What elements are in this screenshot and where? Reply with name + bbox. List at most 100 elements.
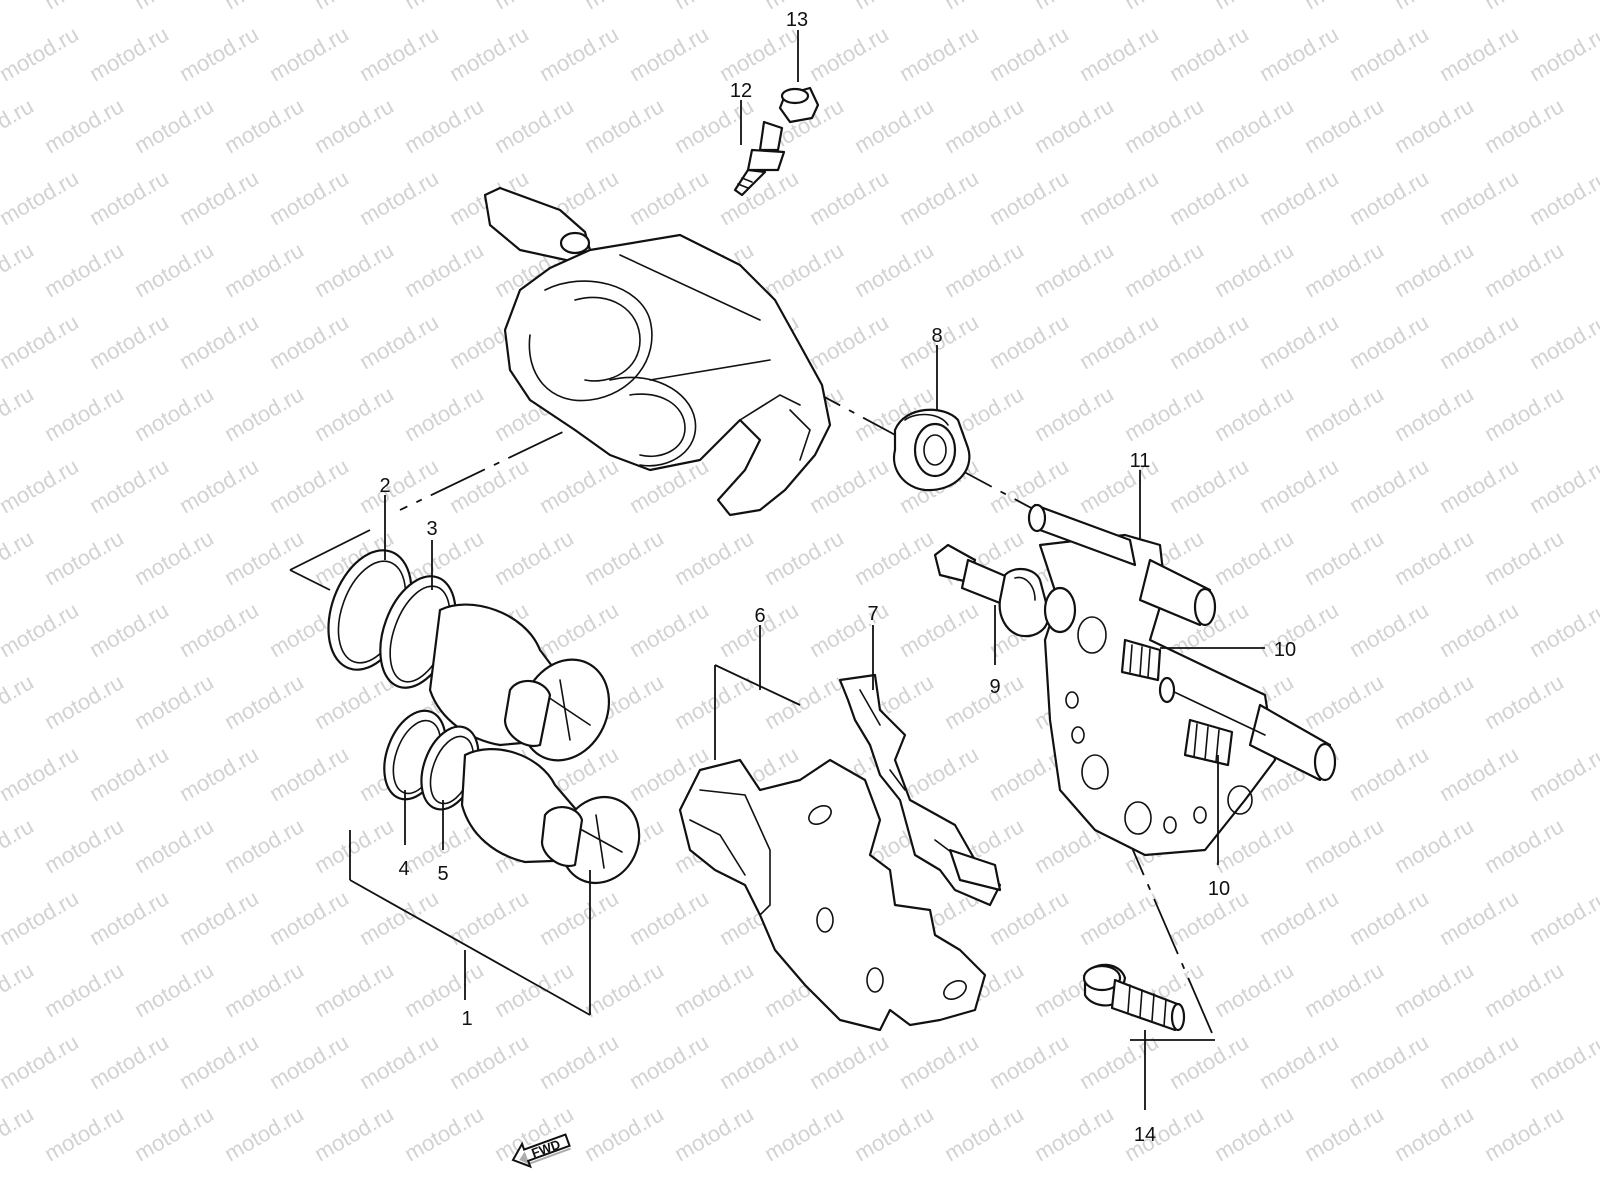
watermark-text: motod.ru <box>355 165 443 230</box>
watermark-text: motod.ru <box>1525 21 1600 86</box>
watermark-text: motod.ru <box>355 1029 443 1094</box>
watermark-text: motod.ru <box>40 813 128 878</box>
watermark-text: motod.ru <box>850 93 938 158</box>
watermark-text: motod.ru <box>400 237 488 302</box>
watermark-text: motod.ru <box>1390 957 1478 1022</box>
watermark-text: motod.ru <box>1480 1101 1568 1166</box>
watermark-text: motod.ru <box>940 93 1028 158</box>
watermark-text: motod.ru <box>715 21 803 86</box>
watermark-text: motod.ru <box>310 93 398 158</box>
watermark-text: motod.ru <box>400 0 488 14</box>
watermark-text: motod.ru <box>1480 93 1568 158</box>
watermark-text: motod.ru <box>1525 597 1600 662</box>
watermark-text: motod.ru <box>985 309 1073 374</box>
callout-leaders <box>384 30 1265 1110</box>
watermark-text: motod.ru <box>1525 741 1600 806</box>
watermark-text: motod.ru <box>1390 237 1478 302</box>
watermark-text: motod.ru <box>265 1029 353 1094</box>
watermark-text: motod.ru <box>1120 237 1208 302</box>
watermark-text: motod.ru <box>1345 1029 1433 1094</box>
watermark-text: motod.ru <box>1075 885 1163 950</box>
watermark-text: motod.ru <box>355 885 443 950</box>
watermark-text: motod.ru <box>535 885 623 950</box>
watermark-text: motod.ru <box>1345 165 1433 230</box>
piston-large-part <box>428 603 611 762</box>
watermark-text: motod.ru <box>130 0 218 14</box>
watermark-text: motod.ru <box>625 597 713 662</box>
watermark-text: motod.ru <box>0 525 38 590</box>
watermark-text: motod.ru <box>40 669 128 734</box>
watermark-text: motod.ru <box>760 1101 848 1166</box>
watermark-text: motod.ru <box>1345 741 1433 806</box>
watermark-text: motod.ru <box>220 813 308 878</box>
watermark-text: motod.ru <box>625 21 713 86</box>
watermark-text: motod.ru <box>1255 165 1343 230</box>
watermark-text: motod.ru <box>1165 165 1253 230</box>
watermark-text: motod.ru <box>0 813 38 878</box>
watermark-text: motod.ru <box>1165 453 1253 518</box>
bleeder-screw-part <box>733 120 786 197</box>
watermark-text: motod.ru <box>1435 21 1523 86</box>
watermark-text: motod.ru <box>85 165 173 230</box>
watermark-text: motod.ru <box>40 93 128 158</box>
watermark-text: motod.ru <box>670 525 758 590</box>
watermark-text: motod.ru <box>1435 453 1523 518</box>
watermark-text: motod.ru <box>490 525 578 590</box>
watermark-text: motod.ru <box>1075 21 1163 86</box>
watermark-text: motod.ru <box>0 237 38 302</box>
watermark-text: motod.ru <box>850 525 938 590</box>
watermark-text: motod.ru <box>940 237 1028 302</box>
callout-5: 5 <box>437 863 448 885</box>
watermark-text: motod.ru <box>760 669 848 734</box>
watermark-text: motod.ru <box>1030 237 1118 302</box>
watermark-text: motod.ru <box>940 0 1028 14</box>
watermark-text: motod.ru <box>175 165 263 230</box>
watermark-text: motod.ru <box>1030 0 1118 14</box>
watermark-text: motod.ru <box>1525 309 1600 374</box>
watermark-text: motod.ru <box>265 453 353 518</box>
watermark-text: motod.ru <box>1525 885 1600 950</box>
bracket-part <box>1027 503 1337 857</box>
watermark-text: motod.ru <box>1165 309 1253 374</box>
watermark-text: motod.ru <box>670 93 758 158</box>
watermark-text: motod.ru <box>1030 93 1118 158</box>
watermark-text: motod.ru <box>1390 1101 1478 1166</box>
watermark-text: motod.ru <box>1165 1029 1253 1094</box>
watermark-text: motod.ru <box>400 381 488 446</box>
watermark-text: motod.ru <box>580 957 668 1022</box>
watermark-text: motod.ru <box>1210 0 1298 14</box>
watermark-text: motod.ru <box>175 741 263 806</box>
watermark-text: motod.ru <box>940 1101 1028 1166</box>
watermark-text: motod.ru <box>265 165 353 230</box>
watermark-text: motod.ru <box>1255 885 1343 950</box>
watermark-text: motod.ru <box>130 93 218 158</box>
watermark-text: motod.ru <box>0 741 83 806</box>
watermark-text: motod.ru <box>0 21 83 86</box>
watermark-text: motod.ru <box>1390 525 1478 590</box>
watermark-text: motod.ru <box>130 237 218 302</box>
watermark-text: motod.ru <box>1435 309 1523 374</box>
watermark-text: motod.ru <box>805 165 893 230</box>
watermark-text: motod.ru <box>1255 453 1343 518</box>
watermark-text: motod.ru <box>175 21 263 86</box>
watermark-text: motod.ru <box>265 21 353 86</box>
watermark-text: motod.ru <box>1525 1029 1600 1094</box>
watermark-text: motod.ru <box>265 309 353 374</box>
watermark-text: motod.ru <box>0 0 38 14</box>
watermark-text: motod.ru <box>580 93 668 158</box>
watermark-text: motod.ru <box>1435 597 1523 662</box>
watermark-text: motod.ru <box>1300 237 1388 302</box>
watermark-text: motod.ru <box>220 525 308 590</box>
watermark-text: motod.ru <box>1300 1101 1388 1166</box>
watermark-text: motod.ru <box>1210 525 1298 590</box>
watermark-text: motod.ru <box>40 237 128 302</box>
watermark-text: motod.ru <box>580 1101 668 1166</box>
watermark-text: motod.ru <box>580 0 668 14</box>
watermark-text: motod.ru <box>805 21 893 86</box>
callout-7: 7 <box>867 603 878 625</box>
watermark-text: motod.ru <box>85 741 173 806</box>
watermark-text: motod.ru <box>535 21 623 86</box>
watermark-text: motod.ru <box>850 237 938 302</box>
watermark-text: motod.ru <box>0 165 83 230</box>
watermark-text: motod.ru <box>0 381 38 446</box>
